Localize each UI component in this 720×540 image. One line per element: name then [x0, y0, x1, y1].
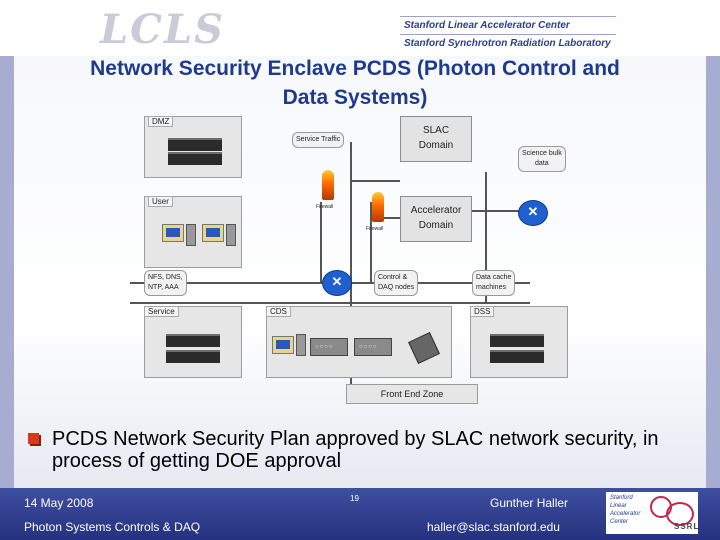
- firewall-icon: [322, 170, 334, 200]
- slac-logo: Stanford Linear Accelerator Center SSRL: [606, 492, 698, 534]
- service-traffic-callout: Service Traffic: [292, 132, 345, 148]
- firewall-label-right: Firewall: [366, 226, 384, 232]
- wire-firewall-right: [370, 202, 372, 282]
- accel-domain-line-2: Domain: [418, 220, 454, 231]
- footer-email: haller@slac.stanford.edu: [427, 520, 560, 534]
- nfs-line-2: NTP, AAA: [148, 284, 179, 291]
- logo-line-4: Center: [610, 519, 629, 525]
- user-tower-1: [186, 224, 196, 246]
- data-cache-line-2: machines: [476, 284, 506, 291]
- wire-zones: [130, 302, 530, 304]
- wire-right-router: [470, 210, 520, 212]
- org-rule-top: [400, 16, 616, 17]
- service-server-2: [166, 350, 220, 363]
- logo-line-2: Linear: [610, 503, 627, 509]
- slide-title: Network Security Enclave PCDS (Photon Co…: [40, 54, 670, 112]
- right-frame: [706, 56, 720, 488]
- zone-cds-label: CDS: [266, 306, 291, 317]
- footer-date: 14 May 2008: [24, 496, 94, 510]
- header-band: LCLS Stanford Linear Accelerator Center …: [0, 0, 720, 56]
- control-daq-callout: Control & DAQ nodes: [374, 270, 419, 296]
- wire-firewall-left: [320, 202, 322, 282]
- user-tower-2: [226, 224, 236, 246]
- lcls-logo: LCLS: [100, 6, 225, 53]
- firewall-icon: [372, 192, 384, 222]
- zone-user-label: User: [148, 196, 173, 207]
- zone-user: [144, 196, 242, 268]
- service-server-1: [166, 334, 220, 347]
- org-rule-middle: [400, 34, 616, 35]
- org-secondary: Stanford Synchrotron Radiation Laborator…: [404, 38, 611, 49]
- slac-domain-line-1: SLAC: [422, 125, 450, 136]
- control-line-2: DAQ nodes: [378, 284, 415, 291]
- logo-line-3: Accelerator: [610, 511, 641, 517]
- zone-dmz-label: DMZ: [148, 116, 174, 127]
- slac-domain: SLAC Domain: [400, 116, 472, 162]
- control-line-1: Control &: [378, 274, 408, 281]
- left-frame: [0, 56, 14, 488]
- slac-domain-line-2: Domain: [418, 140, 454, 151]
- science-bulk-line-2: data: [535, 160, 549, 167]
- cds-crate-1: ○○○○: [310, 338, 348, 356]
- title-line-1: Network Security Enclave PCDS (Photon Co…: [90, 57, 620, 80]
- title-line-2: Data Systems): [282, 86, 428, 109]
- accel-domain-line-1: Accelerator: [410, 205, 462, 216]
- dmz-server-1: [168, 138, 222, 151]
- dss-server-2: [490, 350, 544, 363]
- router-icon: ✕: [322, 270, 352, 296]
- science-bulk-callout: Science bulk data: [518, 146, 566, 172]
- wire-right-vertical: [485, 172, 487, 302]
- zone-dss-label: DSS: [470, 306, 495, 317]
- cds-workstation: [272, 336, 294, 354]
- wire-slac: [350, 180, 400, 182]
- bullet-marker: [28, 433, 39, 444]
- org-primary: Stanford Linear Accelerator Center: [404, 20, 570, 31]
- data-cache-callout: Data cache machines: [472, 270, 516, 296]
- nfs-callout: NFS, DNS, NTP, AAA: [144, 270, 187, 296]
- logo-line-1: Stanford: [610, 495, 633, 501]
- zone-service-label: Service: [144, 306, 179, 317]
- user-workstation-1: [162, 224, 184, 242]
- dss-server-1: [490, 334, 544, 347]
- footer-page-number: 19: [350, 494, 359, 503]
- wire-main-vertical: [350, 142, 352, 402]
- ssrl-logo-text: SSRL: [674, 522, 700, 531]
- ring-icon: [666, 502, 694, 526]
- wire-accel: [370, 217, 400, 219]
- footer-band: [0, 488, 720, 540]
- user-workstation-2: [202, 224, 224, 242]
- science-bulk-line-1: Science bulk: [522, 150, 562, 157]
- firewall-label-left: Firewall: [316, 204, 334, 210]
- network-diagram: DMZ User Service Traffic SLAC Domain Sci…: [130, 112, 590, 412]
- accelerator-domain: Accelerator Domain: [400, 196, 472, 242]
- dmz-server-2: [168, 152, 222, 165]
- cds-tower: [296, 334, 306, 356]
- footer-project: Photon Systems Controls & DAQ: [24, 520, 201, 534]
- data-cache-line-1: Data cache: [476, 274, 512, 281]
- front-end-zone: Front End Zone: [346, 384, 478, 404]
- cds-crate-2: ○○○○: [354, 338, 392, 356]
- router-icon: ✕: [518, 200, 548, 226]
- slac-logo-text: Stanford Linear Accelerator Center: [610, 494, 646, 526]
- nfs-line-1: NFS, DNS,: [148, 274, 183, 281]
- bullet-text: PCDS Network Security Plan approved by S…: [52, 428, 659, 472]
- footer-presenter: Gunther Haller: [490, 496, 569, 510]
